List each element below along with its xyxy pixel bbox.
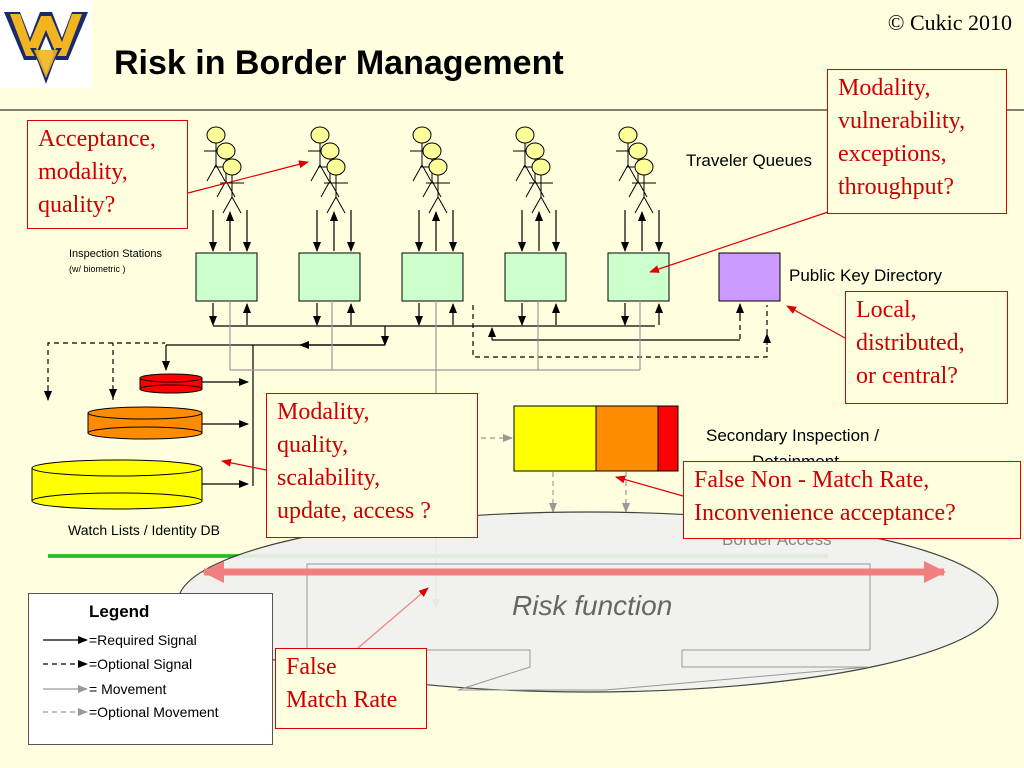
callout-false-non-match: False Non - Match Rate, Inconvenience ac… bbox=[683, 461, 1021, 539]
callout-local-distributed: Local, distributed, or central? bbox=[845, 291, 1008, 404]
wvu-logo bbox=[0, 0, 92, 88]
station-bus bbox=[166, 325, 740, 346]
risk-funnel bbox=[306, 563, 871, 691]
inspection-stations bbox=[195, 252, 670, 302]
traveler-figure bbox=[324, 158, 348, 214]
page-title: Risk in Border Management bbox=[114, 44, 564, 82]
risk-function-label: Risk function bbox=[512, 590, 673, 621]
inspection-station-2 bbox=[298, 252, 361, 302]
secondary-inspection-label: Secondary Inspection / bbox=[706, 426, 879, 445]
legend-optional-movement: =Optional Movement bbox=[89, 704, 219, 720]
traveler-figure bbox=[220, 158, 244, 214]
secondary-inspection-boxes bbox=[513, 405, 679, 472]
callout-modality-quality: Modality, quality, scalability, update, … bbox=[266, 393, 478, 538]
public-key-directory-label: Public Key Directory bbox=[789, 266, 943, 285]
watch-list-databases bbox=[31, 373, 203, 510]
traveler-figure bbox=[410, 126, 434, 182]
public-key-directory-box bbox=[718, 252, 781, 302]
traveler-queues-figures bbox=[204, 126, 656, 214]
traveler-figure bbox=[308, 126, 332, 182]
traveler-figure bbox=[204, 126, 228, 182]
traveler-figure bbox=[426, 158, 450, 214]
traveler-figure bbox=[513, 126, 537, 182]
traveler-figure bbox=[529, 158, 553, 214]
inspection-station-5 bbox=[607, 252, 670, 302]
legend-title: Legend bbox=[89, 602, 150, 621]
inspection-station-1 bbox=[195, 252, 258, 302]
traveler-figure bbox=[632, 158, 656, 214]
legend-required-signal: =Required Signal bbox=[89, 632, 197, 648]
movement-lines bbox=[229, 301, 641, 609]
bus-signal-arrows bbox=[209, 303, 744, 349]
db-signals bbox=[162, 345, 254, 488]
inspection-station-4 bbox=[504, 252, 567, 302]
callout-false-match: False Match Rate bbox=[275, 648, 427, 729]
traveler-signal-arrows bbox=[209, 210, 663, 252]
traveler-queues-label: Traveler Queues bbox=[686, 151, 812, 170]
legend-line-samples bbox=[43, 636, 88, 716]
legend-optional-signal: =Optional Signal bbox=[89, 656, 193, 672]
callout-connectors bbox=[187, 160, 846, 649]
callout-modality-vulnerability: Modality, vulnerability, exceptions, thr… bbox=[827, 69, 1007, 214]
watch-lists-label: Watch Lists / Identity DB bbox=[68, 522, 220, 538]
inspection-station-3 bbox=[401, 252, 464, 302]
callout-acceptance: Acceptance, modality, quality? bbox=[27, 120, 188, 229]
inspection-stations-label: Inspection Stations bbox=[69, 248, 162, 260]
copyright-text: © Cukic 2010 bbox=[887, 10, 1012, 35]
legend-movement: = Movement bbox=[89, 681, 167, 697]
inspection-stations-sublabel: (w/ biometric ) bbox=[69, 264, 126, 274]
traveler-figure bbox=[616, 126, 640, 182]
legend: Legend =Required Signal =Optional Signal… bbox=[28, 593, 273, 745]
